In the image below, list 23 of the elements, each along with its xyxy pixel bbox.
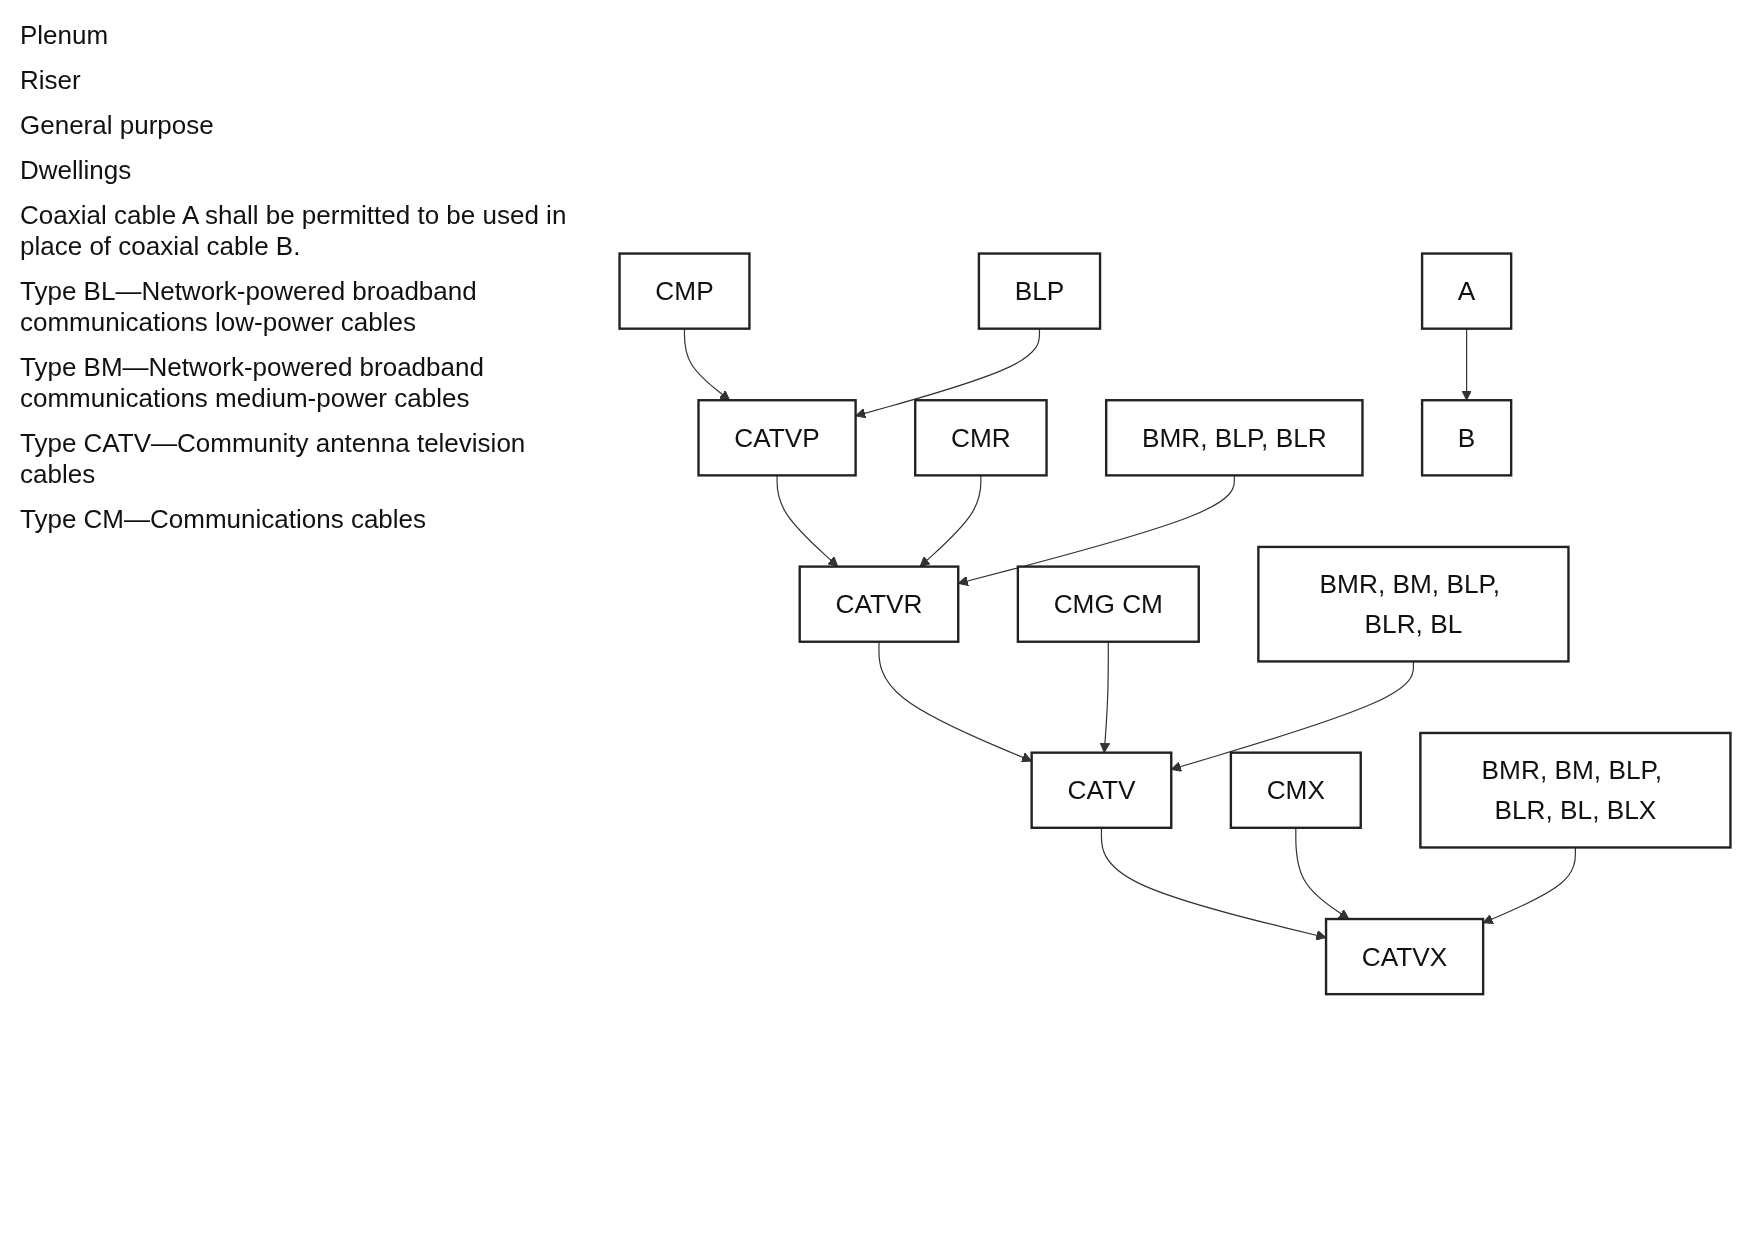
row-label: Dwellings (20, 155, 133, 186)
node-box: BMR, BM, BLP, BLR, BL (1257, 545, 1570, 663)
note-text: Coaxial cable A shall be permitted to be used in place of coaxial cable B. (20, 200, 568, 262)
node-box: BLP (977, 252, 1102, 330)
node-box: CMX (1229, 751, 1362, 829)
node-box: CATVX (1324, 917, 1485, 995)
note-text: Type CATV—Community antenna television cables (20, 428, 527, 490)
node-box: BMR, BLP, BLR (1105, 398, 1364, 477)
node-box: BMR, BM, BLP, BLR, BL, BLX (1419, 731, 1732, 849)
node-box: CATV (1030, 751, 1173, 829)
note-text: Type CM—Communications cables (20, 504, 428, 535)
node-box: CATVR (798, 565, 960, 643)
node-box: A (1420, 252, 1513, 330)
node-box: CATVP (697, 398, 857, 477)
node-box: CMP (618, 252, 751, 330)
note-text: Type BL—Network-powered broadband communications low-power cables (20, 276, 478, 338)
row-label: Riser (20, 65, 82, 96)
node-box: CMG CM (1016, 565, 1200, 643)
note-text: Type BM—Network-powered broadband communications medium-power cables (20, 352, 485, 414)
node-box: B (1420, 398, 1513, 477)
node-box: CMR (914, 398, 1048, 477)
row-label: General purpose (20, 110, 215, 141)
row-label: Plenum (20, 20, 110, 51)
